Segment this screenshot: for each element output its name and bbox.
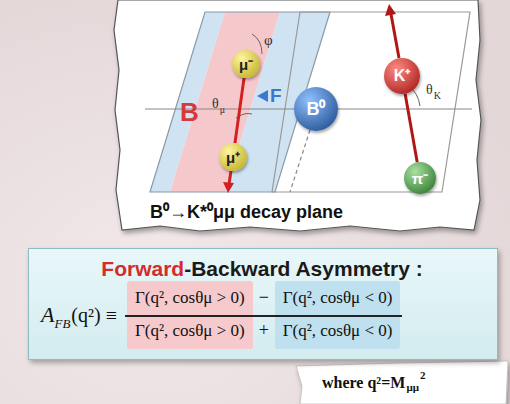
operator: +: [259, 321, 269, 341]
formula-panel: Forward-Backward Asymmetry : AFB(q²) ≡ Γ(q…: [28, 248, 498, 360]
particle-name: π⁻: [412, 171, 428, 186]
definition-subscript: μμ: [406, 381, 418, 393]
kaon-track: [391, 14, 399, 58]
formula-subscript: FB: [54, 317, 70, 331]
plane-intersection: [290, 130, 310, 192]
pion-ball: π⁻: [404, 162, 436, 194]
paper-card: [114, 0, 481, 231]
decay-track: [235, 78, 244, 143]
muon-ball: μ⁻: [232, 50, 260, 78]
figure-caption: B⁰→K*⁰μμ decay plane: [150, 203, 343, 223]
phi-arc: [252, 34, 262, 54]
kaon-plane: [272, 12, 470, 192]
forward-arrowhead: [257, 90, 268, 102]
angle-label: θ: [426, 82, 433, 97]
rate-term: Γ(q², cosθμ < 0): [283, 289, 393, 308]
muon-ball: μ⁺: [219, 143, 247, 171]
region-label: F: [270, 86, 282, 107]
formula-argument: (q²) ≡: [71, 304, 117, 326]
muon-arrowhead: [223, 182, 234, 193]
kaon-arrowhead: [385, 4, 396, 16]
particle-name: B⁰: [307, 100, 326, 118]
region-label: B: [180, 98, 199, 127]
angle-label: φ: [264, 32, 273, 49]
kaon-ball: K⁺: [384, 58, 420, 94]
angle-subscript: K: [434, 90, 441, 101]
rate-term: Γ(q², cosθμ > 0): [135, 289, 245, 308]
rate-term: Γ(q², cosθμ < 0): [283, 322, 393, 341]
definition-note: where q²=M: [322, 374, 405, 392]
fraction-bar: [125, 315, 403, 317]
b-meson-ball: B⁰: [294, 87, 338, 131]
particle-name: μ⁺: [226, 150, 240, 165]
paper-strip: [296, 361, 508, 404]
angle-subscript: μ: [220, 104, 225, 115]
angle-label: θ: [212, 96, 219, 111]
formula-symbol: A: [41, 303, 54, 327]
title-text: -Backward Asymmetry :: [184, 257, 423, 280]
particle-name: K⁺: [394, 68, 411, 84]
operator: −: [259, 288, 269, 308]
rate-term: Γ(q², cosθμ > 0): [135, 322, 245, 341]
decay-track: [405, 94, 417, 163]
definition-superscript: 2: [420, 369, 426, 381]
muon-track: [229, 171, 231, 184]
particle-name: μ⁻: [239, 57, 253, 72]
title-highlight: Forward: [101, 257, 184, 280]
